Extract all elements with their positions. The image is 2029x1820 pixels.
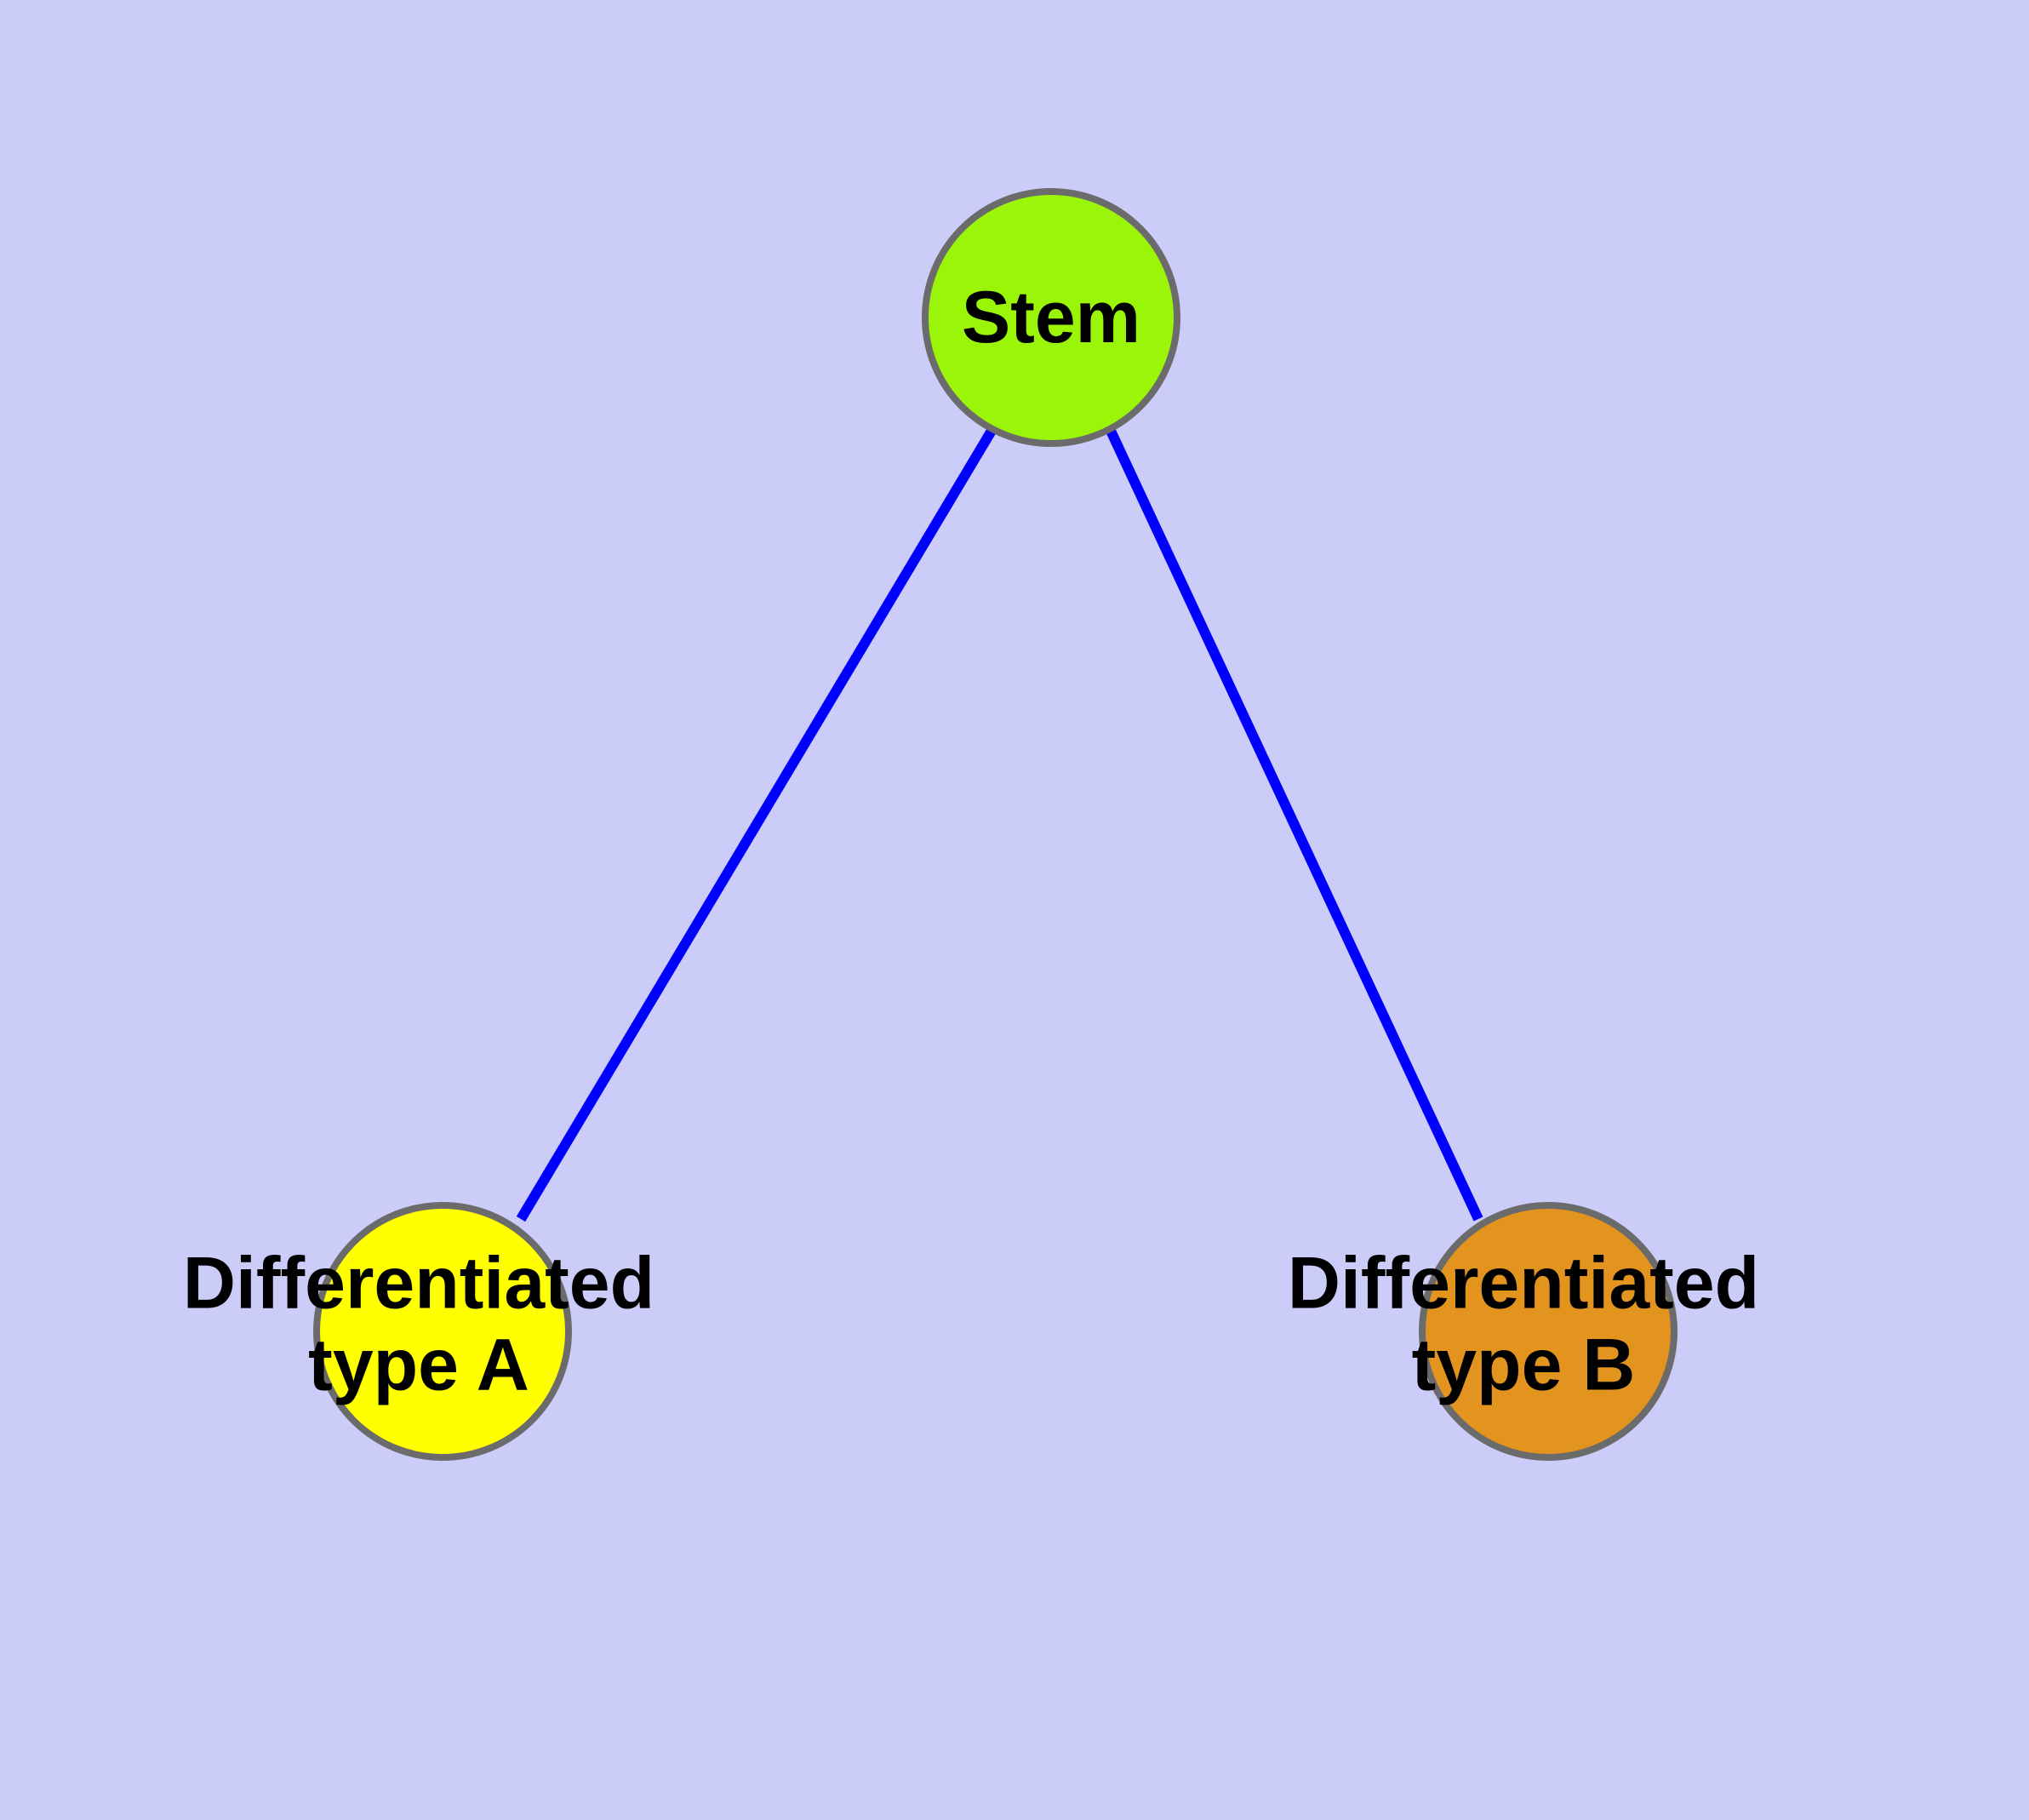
edge-layer <box>516 427 1483 1222</box>
node-layer <box>313 188 1677 1461</box>
edge-stem-to-diff-b[interactable] <box>1106 428 1483 1222</box>
node-diff-b[interactable] <box>1419 1202 1677 1461</box>
edge-stem-to-diff-a[interactable] <box>516 427 997 1222</box>
node-diff-a[interactable] <box>313 1202 572 1461</box>
node-stem[interactable] <box>922 188 1180 447</box>
